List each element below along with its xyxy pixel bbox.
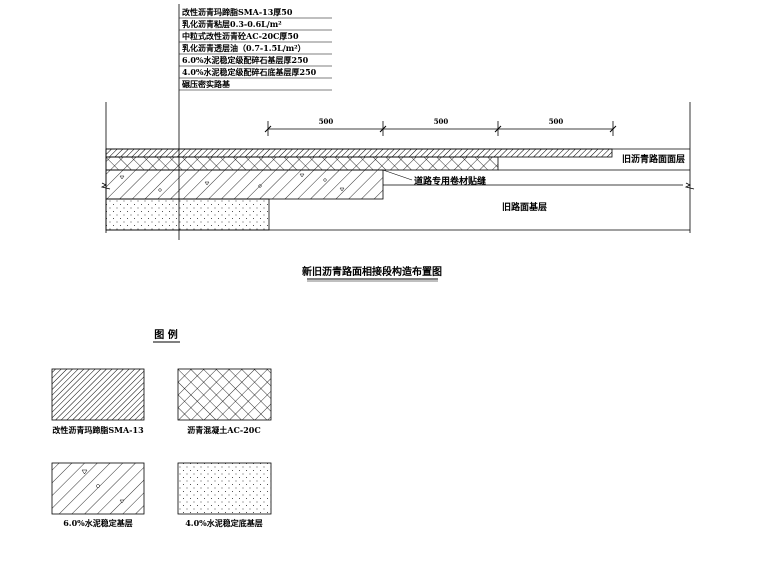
seam-tape-label: 道路专用卷材贴缝 <box>414 175 486 187</box>
dimension-label: 500 <box>549 117 564 126</box>
sma13-layer <box>105 148 613 158</box>
drawing-title: 新旧沥青路面相接段构造布置图 <box>302 265 442 278</box>
layer-notes: 改性沥青玛蹄脂SMA-13厚50 乳化沥青粘层0.3-0.6L/m² 中粒式改性… <box>178 4 332 240</box>
legend-swatch-sma13 <box>51 368 145 421</box>
cement-base-layer <box>105 169 384 200</box>
layer-note: 乳化沥青粘层0.3-0.6L/m² <box>182 19 282 29</box>
legend-label: 4.0%水泥稳定底基层 <box>185 518 263 528</box>
dimension-label: 500 <box>434 117 449 126</box>
legend-swatch-ac20c <box>177 368 272 421</box>
layer-note: 乳化沥青透层油（0.7-1.5L/m²） <box>182 43 306 53</box>
layer-note: 中粒式改性沥青砼AC-20C厚50 <box>182 31 299 41</box>
legend-swatch-cement-base <box>51 462 145 515</box>
old-base-label: 旧路面基层 <box>502 201 547 213</box>
legend-label: 沥青混凝土AC-20C <box>187 425 260 435</box>
pavement-section: 旧沥青路面面层 道路专用卷材贴缝 旧路面基层 <box>100 102 695 233</box>
legend-label: 改性沥青玛蹄脂SMA-13 <box>52 425 144 435</box>
layer-note: 碾压密实路基 <box>182 79 231 89</box>
layer-note: 改性沥青玛蹄脂SMA-13厚50 <box>182 7 293 17</box>
old-surface-label: 旧沥青路面面层 <box>622 153 685 165</box>
layer-note: 4.0%水泥稳定级配碎石底基层厚250 <box>182 67 317 77</box>
layer-note: 6.0%水泥稳定级配碎石基层厚250 <box>182 55 309 65</box>
legend-label: 6.0%水泥稳定基层 <box>63 518 133 528</box>
legend-swatch-cement-subbase <box>177 462 272 515</box>
legend-heading: 图 例 <box>154 328 177 341</box>
dimension-label: 500 <box>319 117 334 126</box>
ac20c-layer <box>105 156 499 171</box>
legend: 图 例 改性沥青玛蹄脂SMA-13 沥青混凝土AC-20C 6.0%水泥稳定基层… <box>51 328 272 528</box>
cement-subbase-layer <box>105 198 270 231</box>
dimension-line: 500 500 500 <box>264 117 617 136</box>
